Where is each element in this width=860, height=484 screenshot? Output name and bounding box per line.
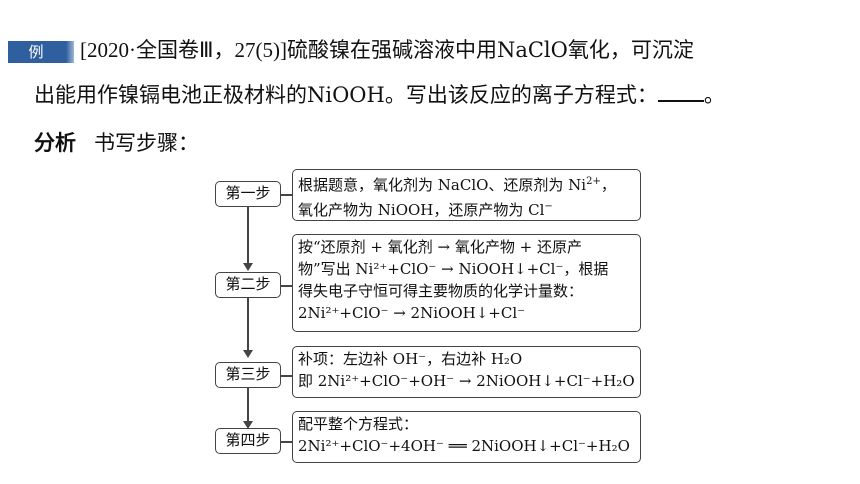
arrow-down-icon <box>243 263 253 271</box>
step-4-label: 第四步 <box>215 428 281 454</box>
arrow-down-icon <box>243 350 253 358</box>
step-4-box: 配平整个方程式： 2Ni²⁺+ClO⁻+4OH⁻ ══ 2NiOOH↓+Cl⁻+… <box>292 411 641 463</box>
step-1-sup-2: − <box>544 201 553 212</box>
link-2 <box>281 285 292 287</box>
step-1-box: 根据题意，氧化剂为 NaClO、还原剂为 Ni2+， 氧化产物为 NiOOH，还… <box>292 169 641 221</box>
step-2-box: 按“还原剂 + 氧化剂 → 氧化产物 + 还原产 物”写出 Ni²⁺+ClO⁻ … <box>292 234 641 332</box>
question-line-1: [2020·全国卷Ⅲ，27(5)]硫酸镍在强碱溶液中用NaClO氧化，可沉淀 <box>80 34 694 64</box>
step-3-line-2: 即 2Ni²⁺+ClO⁻+OH⁻ → 2NiOOH↓+Cl⁻+H₂O <box>298 372 635 390</box>
link-1 <box>281 194 292 196</box>
step-1-sup: 2+ <box>586 176 601 187</box>
step-1-comma: ， <box>600 176 616 194</box>
question-source: [2020·全国卷Ⅲ，27(5)] <box>80 38 287 62</box>
step-3-line-1: 补项：左边补 OH⁻，右边补 H₂O <box>298 350 523 368</box>
example-badge: 例 <box>8 41 74 63</box>
question-text-1: 硫酸镍在强碱溶液中用NaClO氧化，可沉淀 <box>286 38 694 62</box>
step-2-line-3: 得失电子守恒可得主要物质的化学计量数： <box>298 282 584 300</box>
question-text-2: 出能用作镍镉电池正极材料的NiOOH。写出该反应的离子方程式： <box>34 83 658 107</box>
analysis-label: 分析 <box>34 131 76 155</box>
step-3-label: 第三步 <box>215 362 281 388</box>
analysis-text: 书写步骤： <box>94 131 199 155</box>
analysis: 分析书写步骤： <box>34 127 199 157</box>
step-2-line-1: 按“还原剂 + 氧化剂 → 氧化产物 + 还原产 <box>298 238 582 256</box>
question-end: 。 <box>703 83 725 107</box>
connector-3-4 <box>247 388 249 421</box>
connector-2-3 <box>247 297 249 350</box>
step-2-line-4: 2Ni²⁺+ClO⁻ → 2NiOOH↓+Cl⁻ <box>298 304 526 322</box>
answer-blank <box>657 82 704 102</box>
step-1-text-a: 根据题意，氧化剂为 NaClO、还原剂为 Ni <box>298 176 587 194</box>
step-1-label: 第一步 <box>215 181 281 207</box>
step-2-label: 第二步 <box>215 272 281 298</box>
arrow-down-icon <box>243 421 253 429</box>
step-1-text-d: 氧化产物为 NiOOH，还原产物为 Cl <box>298 201 545 219</box>
question-line-2: 出能用作镍镉电池正极材料的NiOOH。写出该反应的离子方程式： 。 <box>34 79 725 109</box>
link-4 <box>281 441 292 443</box>
step-2-line-2: 物”写出 Ni²⁺+ClO⁻ → NiOOH↓+Cl⁻，根据 <box>298 260 609 278</box>
step-4-line-1: 配平整个方程式： <box>298 415 419 433</box>
link-3 <box>281 375 292 377</box>
connector-1-2 <box>247 207 249 263</box>
step-4-line-2: 2Ni²⁺+ClO⁻+4OH⁻ ══ 2NiOOH↓+Cl⁻+H₂O <box>298 437 630 455</box>
step-3-box: 补项：左边补 OH⁻，右边补 H₂O 即 2Ni²⁺+ClO⁻+OH⁻ → 2N… <box>292 346 641 398</box>
